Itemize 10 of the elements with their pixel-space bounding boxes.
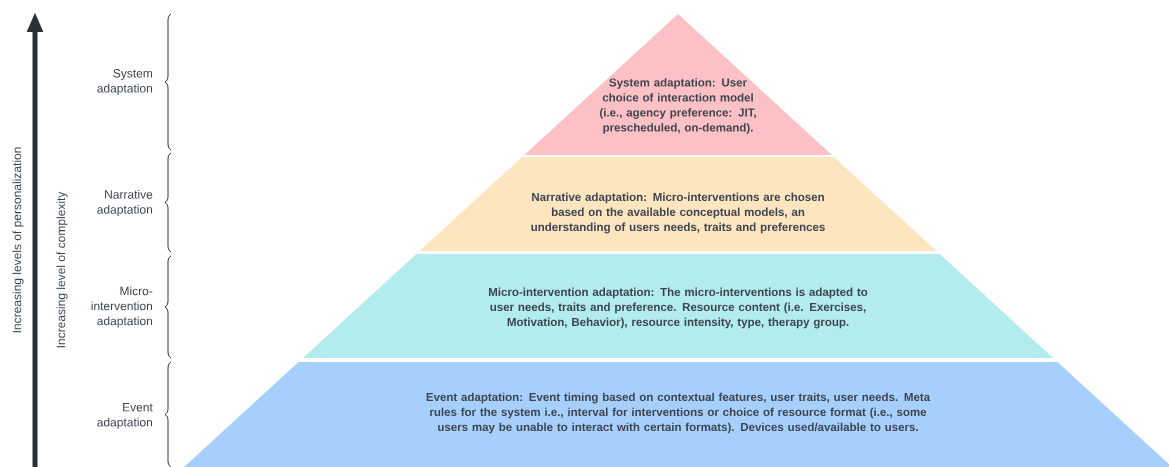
level-label: Event adaptation	[97, 403, 153, 429]
axis-label: Increasing level of complexity	[56, 191, 68, 348]
level-label: Narrative adaptation	[97, 189, 153, 217]
pyramid-layer: System adaptation: User choice of interaction model (i.e., agency preference: JIT, prescheduled, on-demand).	[524, 14, 832, 155]
axis-label: Increasing levels of personalization	[12, 147, 24, 333]
level-label: System adaptation	[97, 69, 152, 95]
pyramid-layer: Event adaptation: Event timing based on contextual features, user traits, user needs. Meta rules for the system i.e., interval for interventions or choice of resource format (i.e., some users may be unable to interact with certain formats). Devices used/available to users.	[184, 362, 1169, 467]
level-label: Micro-intervention adaptation	[91, 286, 153, 328]
pyramid-layer: Micro-intervention adaptation: The micro-interventions is adapted to user needs, traits and preference. Resource content (i.e. Exercises, Motivation, Behavior), resource intensity, type, therapy group.	[302, 254, 1054, 358]
pyramid-layer: Narrative adaptation: Micro-interventions are chosen based on the available conceptual models, an understanding of users needs, traits and preferences	[419, 157, 937, 251]
